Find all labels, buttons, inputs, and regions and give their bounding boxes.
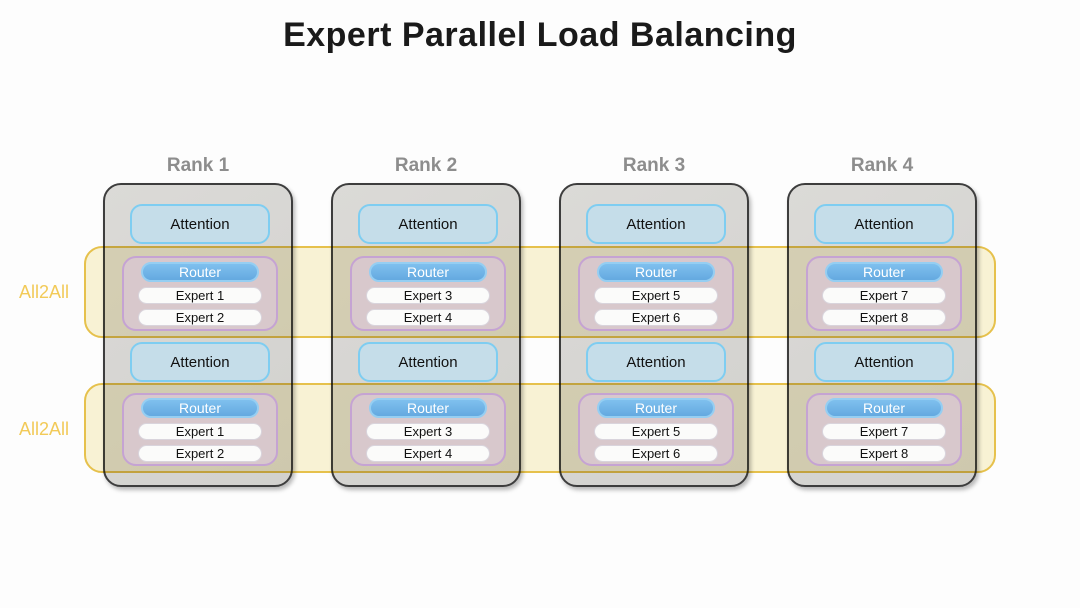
attention-block: Attention <box>586 204 726 244</box>
attention-block: Attention <box>130 342 270 382</box>
all2all-label-2: All2All <box>18 419 70 439</box>
expert-group: Router Expert 7 Expert 8 <box>806 256 962 331</box>
router-block: Router <box>141 397 259 418</box>
expert-block: Expert 4 <box>366 444 490 462</box>
all2all-label-1: All2All <box>18 282 70 302</box>
expert-group: Router Expert 3 Expert 4 <box>350 393 506 466</box>
expert-block: Expert 7 <box>822 422 946 440</box>
router-block: Router <box>369 261 487 282</box>
expert-block: Expert 6 <box>594 308 718 326</box>
expert-group: Router Expert 1 Expert 2 <box>122 256 278 331</box>
expert-block: Expert 3 <box>366 422 490 440</box>
rank-1-box: Attention Router Expert 1 Expert 2 Atten… <box>103 183 293 487</box>
rank-4-label: Rank 4 <box>850 155 914 176</box>
expert-block: Expert 1 <box>138 422 262 440</box>
expert-block: Expert 7 <box>822 286 946 304</box>
rank-column-4: Rank 4 Attention Router Expert 7 Expert … <box>787 153 977 487</box>
expert-block: Expert 5 <box>594 422 718 440</box>
expert-group: Router Expert 7 Expert 8 <box>806 393 962 466</box>
attention-block: Attention <box>814 342 954 382</box>
expert-block: Expert 8 <box>822 308 946 326</box>
router-block: Router <box>369 397 487 418</box>
expert-block: Expert 1 <box>138 286 262 304</box>
rank-1-label: Rank 1 <box>166 155 230 176</box>
rank-column-2: Rank 2 Attention Router Expert 3 Expert … <box>331 153 521 487</box>
diagram-title: Expert Parallel Load Balancing <box>283 16 797 54</box>
attention-block: Attention <box>130 204 270 244</box>
router-block: Router <box>597 261 715 282</box>
rank-3-label: Rank 3 <box>622 155 686 176</box>
rank-column-1: Rank 1 Attention Router Expert 1 Expert … <box>103 153 293 487</box>
expert-group: Router Expert 1 Expert 2 <box>122 393 278 466</box>
router-block: Router <box>825 397 943 418</box>
expert-block: Expert 3 <box>366 286 490 304</box>
expert-group: Router Expert 3 Expert 4 <box>350 256 506 331</box>
router-block: Router <box>825 261 943 282</box>
expert-group: Router Expert 5 Expert 6 <box>578 393 734 466</box>
attention-block: Attention <box>814 204 954 244</box>
attention-block: Attention <box>358 342 498 382</box>
attention-block: Attention <box>586 342 726 382</box>
router-block: Router <box>141 261 259 282</box>
expert-block: Expert 2 <box>138 308 262 326</box>
rank-2-label: Rank 2 <box>394 155 458 176</box>
expert-block: Expert 2 <box>138 444 262 462</box>
expert-group: Router Expert 5 Expert 6 <box>578 256 734 331</box>
expert-block: Expert 8 <box>822 444 946 462</box>
rank-3-box: Attention Router Expert 5 Expert 6 Atten… <box>559 183 749 487</box>
rank-column-3: Rank 3 Attention Router Expert 5 Expert … <box>559 153 749 487</box>
expert-block: Expert 5 <box>594 286 718 304</box>
expert-block: Expert 6 <box>594 444 718 462</box>
expert-block: Expert 4 <box>366 308 490 326</box>
router-block: Router <box>597 397 715 418</box>
attention-block: Attention <box>358 204 498 244</box>
